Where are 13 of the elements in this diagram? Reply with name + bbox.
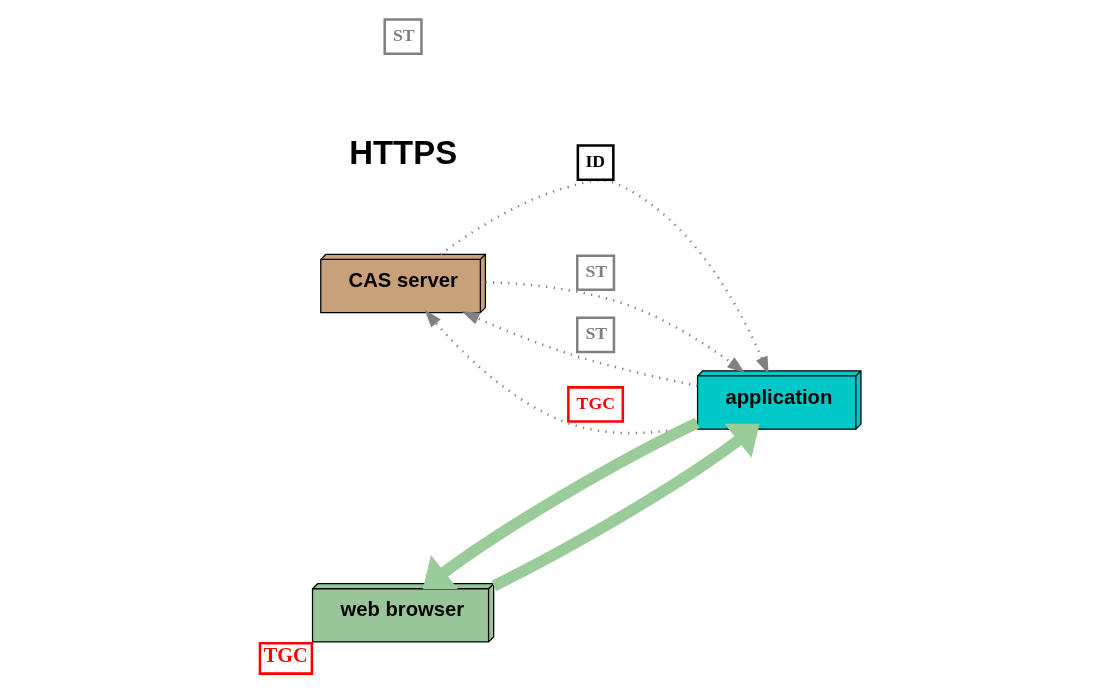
edge-label: ID — [585, 150, 606, 171]
label: HTTPS — [349, 133, 458, 171]
edge-label: ST — [585, 322, 608, 343]
node-label: TGC — [263, 643, 308, 666]
arrow — [485, 280, 745, 373]
arrow — [424, 309, 698, 435]
edge-label: ST — [585, 260, 608, 281]
arrow — [491, 423, 760, 591]
edge-label: TGC — [576, 392, 615, 413]
arrow — [461, 311, 698, 388]
label: ST — [392, 24, 415, 45]
arrow — [422, 417, 700, 590]
arrow — [439, 179, 769, 375]
